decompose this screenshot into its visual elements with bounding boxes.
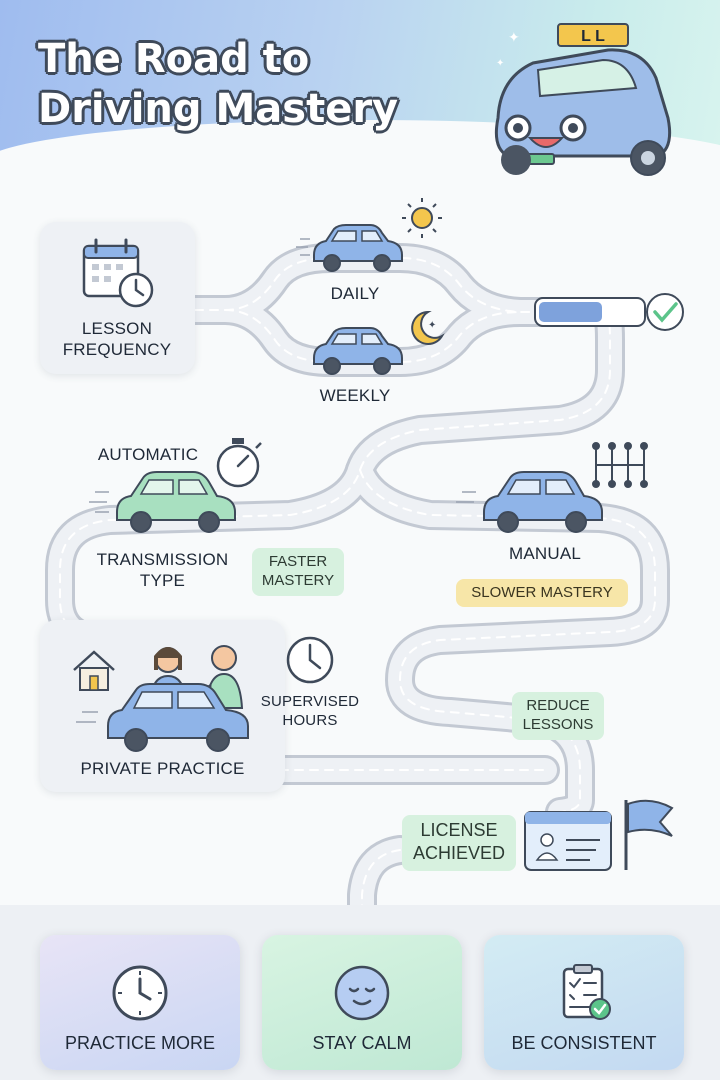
check-circle-icon — [646, 293, 684, 331]
flag-icon — [624, 799, 674, 870]
moon-icon: ✦ — [411, 310, 445, 345]
tip-card-practice: PRACTICE MORE — [40, 935, 240, 1070]
svg-text:✦: ✦ — [428, 320, 436, 331]
tip-card-consistent: BE CONSISTENT — [484, 935, 684, 1070]
calm-face-icon — [334, 965, 390, 1021]
lesson-frequency-panel: LESSON FREQUENCY — [40, 222, 195, 374]
private-practice-label: PRIVATE PRACTICE — [80, 759, 245, 778]
learner-sign: L L — [581, 28, 605, 45]
stopwatch-icon — [216, 438, 262, 488]
tip-label-calm: STAY CALM — [312, 1033, 412, 1053]
weekly-car-icon — [313, 327, 403, 375]
supervised-hours-label: SUPERVISED HOURS — [260, 693, 360, 729]
tip-label-consistent: BE CONSISTENT — [511, 1033, 657, 1053]
reduce-lessons-tag: REDUCE LESSONS — [512, 692, 604, 740]
title-line-2: Driving Mastery — [38, 86, 399, 132]
progress-bar — [534, 297, 646, 327]
tip-card-calm: STAY CALM — [262, 935, 462, 1070]
daily-option-label: DAILY — [330, 284, 380, 303]
svg-text:✦: ✦ — [496, 58, 504, 69]
mascot-car-icon: ✦ ✦ L L — [494, 23, 672, 176]
daily-car-icon — [296, 224, 403, 272]
weekly-option-label: WEEKLY — [319, 386, 391, 405]
practice-car-icon — [76, 683, 249, 752]
sparkle-icon: ✦ — [508, 29, 520, 45]
tip-label-practice: PRACTICE MORE — [64, 1033, 215, 1053]
page-title: The Road to Driving Mastery — [38, 34, 398, 134]
manual-car-icon — [456, 471, 603, 533]
license-achieved-tag: LICENSE ACHIEVED — [402, 815, 516, 871]
gear-shifter-icon — [592, 442, 648, 488]
manual-label: MANUAL — [508, 544, 582, 563]
practice-scene-icon — [73, 645, 249, 752]
house-icon — [73, 650, 115, 691]
header-banner: The Road to Driving Mastery ✦ ✦ L L — [0, 0, 720, 185]
calendar-clock-icon — [82, 238, 154, 308]
private-practice-panel: PRIVATE PRACTICE — [40, 620, 285, 792]
automatic-car-icon — [89, 471, 236, 533]
license-card-icon — [524, 811, 612, 871]
clock-icon — [112, 965, 168, 1021]
lesson-frequency-label: LESSON FREQUENCY — [62, 319, 172, 359]
title-line-1: The Road to — [38, 36, 310, 82]
checklist-icon — [562, 964, 611, 1020]
slower-mastery-tag: SLOWER MASTERY — [456, 579, 628, 607]
transmission-type-label: TRANSMISSION TYPE — [96, 550, 229, 590]
faster-mastery-tag: FASTER MASTERY — [252, 548, 344, 596]
automatic-label: AUTOMATIC — [97, 445, 199, 464]
sun-icon — [402, 198, 442, 238]
supervised-clock-icon — [286, 636, 334, 684]
progress-fill — [539, 302, 602, 322]
